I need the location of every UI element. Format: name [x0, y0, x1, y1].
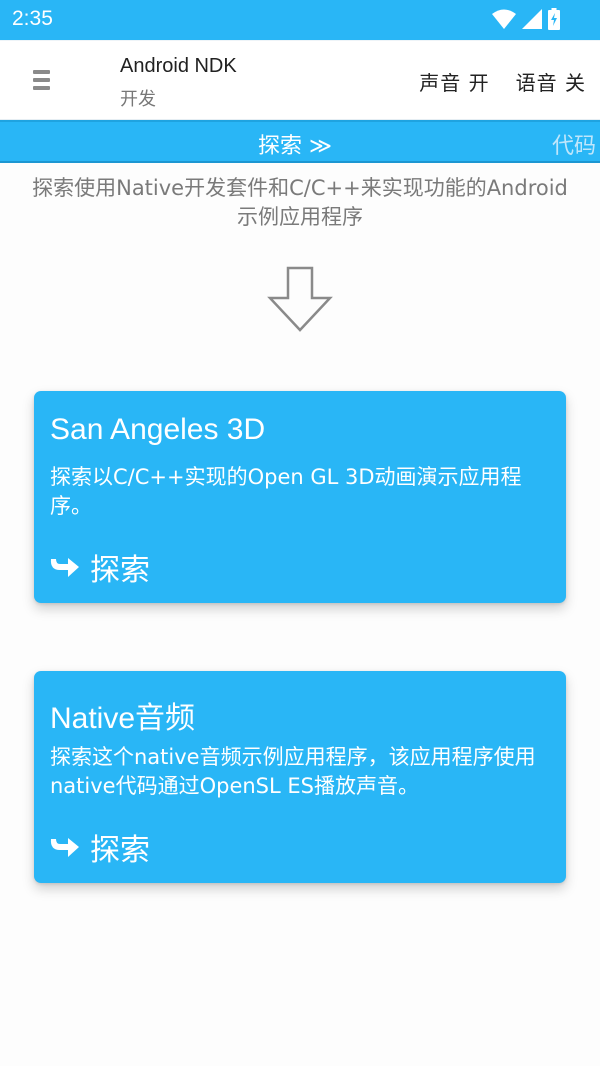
- sample-card-san-angeles[interactable]: San Angeles 3D 探索以C/C++实现的Open GL 3D动画演示…: [34, 391, 566, 603]
- status-time: 2:35: [12, 7, 53, 30]
- share-arrow-icon: [50, 558, 79, 577]
- app-subtitle: 开发: [120, 89, 156, 110]
- explore-label: 探索: [90, 553, 150, 588]
- card-description: 探索这个native音频示例应用程序，该应用程序使用native代码通过Open…: [50, 745, 536, 798]
- sample-card-native-audio[interactable]: Native音频 探索这个native音频示例应用程序，该应用程序使用nativ…: [34, 671, 566, 883]
- app-title: Android NDK: [120, 55, 237, 77]
- hamburger-menu-icon[interactable]: [24, 61, 60, 97]
- explore-button[interactable]: 探索: [50, 545, 150, 589]
- status-bar: 2:35: [0, 0, 600, 40]
- status-icons: [492, 8, 560, 30]
- tab-explore[interactable]: 探索 ≫: [258, 134, 333, 159]
- tab-strip: 探索 ≫ 代码: [0, 120, 600, 163]
- app-bar: Android NDK 开发 声音 开 语音 关: [0, 40, 600, 120]
- card-title: Native音频: [50, 702, 196, 735]
- tab-code[interactable]: 代码: [551, 134, 596, 159]
- cell-signal-icon: [522, 9, 542, 29]
- explore-label: 探索: [90, 833, 150, 868]
- header-actions: 声音 开 语音 关: [419, 67, 586, 96]
- explore-button[interactable]: 探索: [50, 825, 150, 869]
- intro-text: 探索使用Native开发套件和C/C++来实现功能的Android示例应用程序: [32, 176, 568, 229]
- sound-toggle-button[interactable]: 声音 开: [419, 71, 490, 95]
- card-description: 探索以C/C++实现的Open GL 3D动画演示应用程序。: [50, 465, 522, 518]
- card-title: San Angeles 3D: [50, 413, 266, 446]
- voice-toggle-button[interactable]: 语音 关: [515, 71, 586, 95]
- share-arrow-icon: [50, 838, 79, 857]
- battery-charging-icon: [548, 8, 560, 30]
- down-arrow-icon: [267, 266, 333, 332]
- wifi-icon: [492, 9, 516, 29]
